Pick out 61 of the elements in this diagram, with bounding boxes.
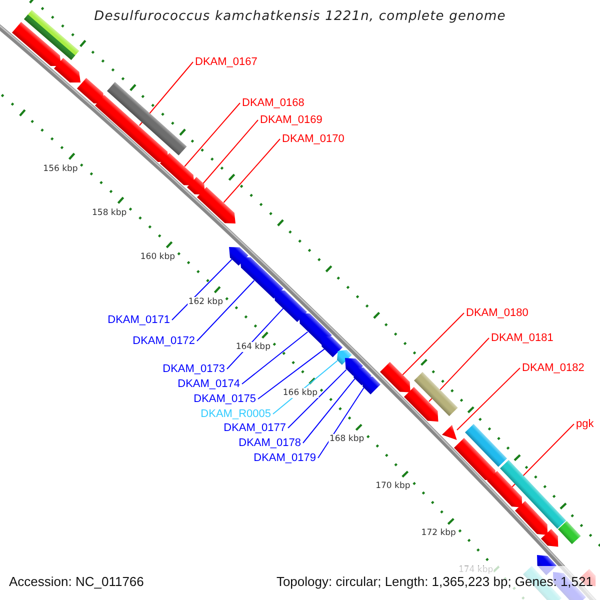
scale-label: 160 kbp	[139, 252, 176, 262]
leader-line	[428, 338, 490, 402]
gene-feature	[12, 22, 62, 66]
gene-label: DKAM_0170	[282, 133, 344, 145]
gene-label: DKAM_0168	[242, 97, 304, 109]
leader-line	[172, 258, 232, 320]
leader-line	[318, 386, 365, 458]
leader-line	[288, 369, 347, 428]
gene-label: DKAM_R0005	[200, 408, 271, 420]
gene-label: DKAM_0175	[194, 393, 256, 405]
leader-line	[402, 312, 464, 376]
scale-label: 156 kbp	[42, 164, 79, 174]
gene-feature	[186, 177, 206, 195]
gene-label: DKAM_0167	[195, 56, 258, 68]
scale-label: 170 kbp	[374, 481, 412, 492]
gene-label: DKAM_0178	[238, 437, 301, 449]
scale-label: 168 kbp	[328, 434, 366, 444]
gene-label: DKAM_0169	[260, 114, 322, 126]
gene-feature	[404, 386, 439, 422]
gene-label: DKAM_0177	[224, 422, 286, 434]
scale-label: 158 kbp	[91, 208, 128, 218]
gene-label: DKAM_0173	[162, 363, 225, 375]
gene-label: pgk	[576, 418, 594, 430]
gene-feature	[362, 376, 381, 394]
gene-label: DKAM_0182	[522, 362, 584, 374]
gene-label: DKAM_0174	[178, 378, 240, 390]
leader-line	[302, 378, 356, 444]
gene-label: DKAM_0179	[254, 452, 316, 464]
gene-feature	[321, 336, 344, 357]
gene-feature	[454, 438, 496, 480]
leader-line	[196, 280, 255, 342]
feature-bar	[558, 521, 581, 544]
gene-feature	[54, 58, 80, 82]
gene-feature	[541, 528, 558, 546]
accession-text: Accession: NC_011766	[9, 574, 144, 590]
leader-line	[202, 120, 258, 184]
scale-label: 164 kbp	[234, 342, 272, 352]
gene-label: DKAM_0180	[466, 307, 528, 319]
scale-label: 166 kbp	[282, 388, 319, 398]
gene-feature	[95, 94, 170, 162]
gene-feature	[515, 500, 548, 535]
gene-label: DKAM_0172	[132, 335, 195, 347]
gene-label: DKAM_0171	[108, 314, 170, 326]
leader-line	[512, 424, 574, 488]
gene-feature	[76, 78, 104, 104]
leader-line	[138, 62, 194, 126]
gene-feature	[160, 152, 195, 186]
diagram-title: Desulfurococcus kamchatkensis 1221n, complete genome	[94, 9, 506, 24]
gene-feature	[240, 257, 284, 299]
leader-line	[258, 348, 326, 400]
gene-feature	[442, 424, 457, 440]
gene-feature	[486, 471, 522, 508]
leader-line	[242, 331, 308, 384]
leader-line	[223, 138, 280, 203]
scale-label: 172 kbp	[420, 528, 457, 538]
genome-summary-text: Topology: circular; Length: 1,365,223 bp; Genes: 1,521	[276, 574, 593, 590]
leader-line	[184, 102, 240, 167]
scale-label: 162 kbp	[187, 297, 224, 308]
gene-feature	[197, 186, 236, 224]
leader-line	[456, 368, 520, 430]
gene-label: DKAM_0181	[491, 332, 554, 344]
